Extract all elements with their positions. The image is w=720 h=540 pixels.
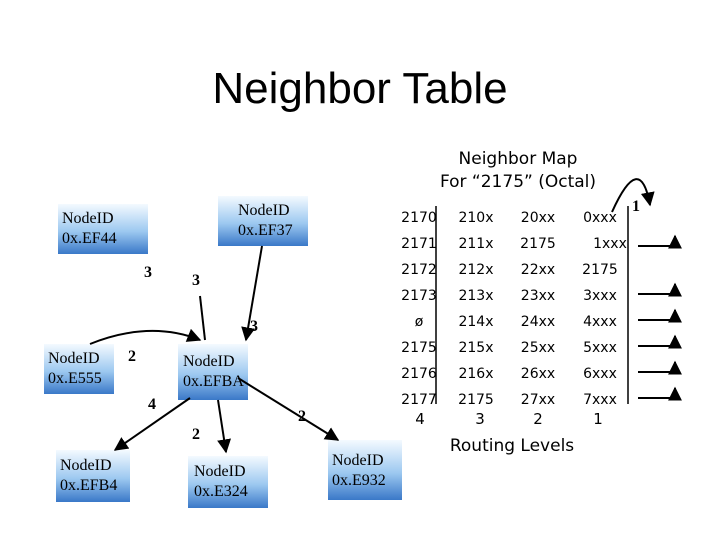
table-cell-r5-c1: 215x	[458, 340, 494, 356]
table-cell-r1-c1: 211x	[458, 236, 494, 252]
edge-e555-efba	[89, 328, 202, 345]
routing-level-2: 2	[533, 410, 543, 428]
table-cell-r0-c0: 2170	[401, 210, 437, 226]
edge-ef37-efba	[241, 245, 263, 342]
table-cell-r0-c2: 20xx	[520, 210, 556, 226]
table-cell-r3-c1: 213x	[458, 288, 494, 304]
table-cell-r2-c2: 22xx	[520, 262, 556, 278]
table-cell-r7-c3: 7xxx	[583, 392, 617, 408]
routing-level-1: 1	[593, 410, 603, 428]
pointer-row-1	[638, 234, 682, 249]
table-cell-r6-c1: 216x	[458, 366, 494, 382]
table-cell-r5-c2: 25xx	[520, 340, 556, 356]
pointer-row-4	[638, 308, 682, 323]
pointer-row-7	[638, 386, 682, 401]
table-cell-r2-c3: 2175	[582, 262, 618, 278]
routing-level-4: 4	[415, 410, 425, 428]
node-box-e324[interactable]	[188, 456, 268, 508]
routing-level-3: 3	[475, 410, 485, 428]
corner-level-one: 1	[632, 198, 640, 215]
edge-efba-e932	[237, 377, 340, 441]
edge-label-efba-in: 3	[250, 318, 258, 335]
edge-label-ef37: 3	[192, 272, 200, 289]
neighbor-map-caption-line2: For “2175” (Octal)	[439, 172, 597, 192]
table-cell-r2-c0: 2172	[401, 262, 437, 278]
node-box-efba[interactable]	[178, 344, 248, 400]
table-cell-r7-c0: 2177	[401, 392, 437, 408]
node-box-ef44[interactable]	[58, 204, 148, 254]
table-cell-r3-c3: 3xxx	[583, 288, 617, 304]
table-cell-r1-c0: 2171	[401, 236, 437, 252]
neighbor-map-caption: Neighbor Map For “2175” (Octal)	[418, 148, 618, 194]
edge-efba-efb4	[113, 397, 191, 451]
edge-label-e932: 2	[298, 408, 306, 425]
edge-efba-e324	[217, 399, 232, 454]
pointer-row-3	[638, 282, 682, 297]
table-cell-r4-c1: 214x	[458, 314, 494, 330]
pointer-row-0	[611, 178, 655, 213]
edge-label-efb4: 4	[148, 396, 156, 413]
pointer-row-5	[638, 334, 682, 349]
table-cell-r7-c1: 2175	[458, 392, 494, 408]
table-cell-r3-c2: 23xx	[520, 288, 556, 304]
table-cell-r6-c3: 6xxx	[583, 366, 617, 382]
table-cell-r5-c0: 2175	[401, 340, 437, 356]
edge-label-ef44: 3	[144, 264, 152, 281]
pointer-row-6	[638, 360, 682, 375]
node-box-ef37[interactable]	[218, 196, 308, 246]
table-cell-r4-c3: 4xxx	[583, 314, 617, 330]
edge-efba-ef37	[199, 295, 206, 341]
table-cell-r7-c2: 27xx	[520, 392, 556, 408]
table-cell-r1-c3: 1xxx	[593, 236, 627, 252]
edge-label-e324: 2	[192, 426, 200, 443]
page-title: Neighbor Table	[212, 64, 508, 113]
routing-levels-label: Routing Levels	[449, 436, 575, 456]
node-box-e555[interactable]	[44, 344, 114, 394]
table-cell-r4-c2: 24xx	[520, 314, 556, 330]
table-cell-r4-c0: ø	[414, 314, 424, 330]
table-cell-r6-c0: 2176	[401, 366, 437, 382]
node-box-efb4[interactable]	[56, 450, 130, 502]
table-cell-r0-c3: 0xxx	[583, 210, 617, 226]
neighbor-map-caption-line1: Neighbor Map	[458, 149, 578, 169]
edge-label-e555: 2	[128, 348, 136, 365]
table-cell-r6-c2: 26xx	[520, 366, 556, 382]
table-cell-r2-c1: 212x	[458, 262, 494, 278]
table-cell-r3-c0: 2173	[401, 288, 437, 304]
node-box-e932[interactable]	[328, 440, 402, 500]
table-cell-r0-c1: 210x	[458, 210, 494, 226]
table-cell-r5-c3: 5xxx	[583, 340, 617, 356]
table-cell-r1-c2: 2175	[520, 236, 556, 252]
